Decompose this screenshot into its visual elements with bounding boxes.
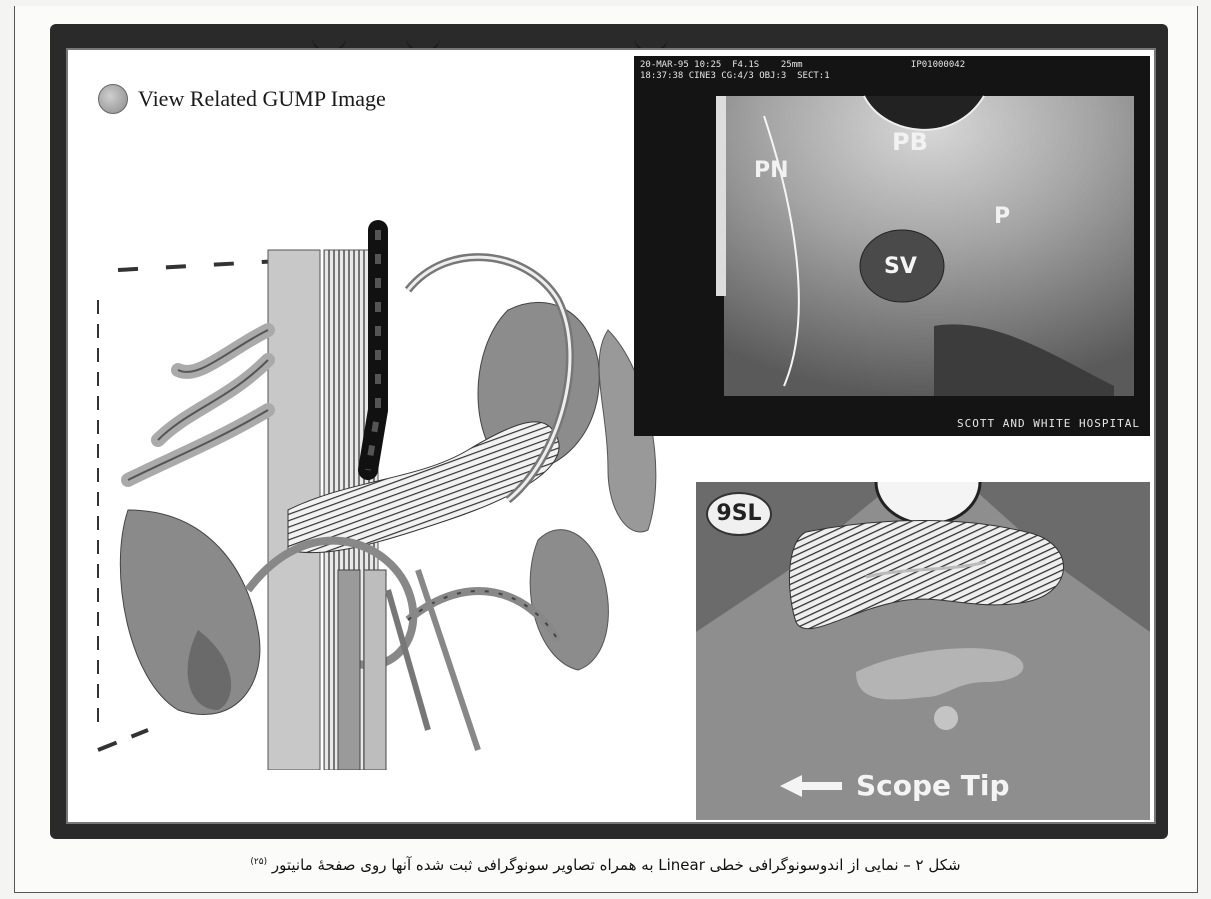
ultrasound-scan bbox=[634, 56, 1150, 436]
view-related-image-link[interactable]: View Related GUMP Image bbox=[98, 84, 386, 114]
caption-reference: (۲۵) bbox=[250, 857, 267, 867]
scope-tip-label: Scope Tip bbox=[856, 769, 1010, 802]
related-link-label: View Related GUMP Image bbox=[138, 86, 386, 112]
pancreas-anatomy-illustration bbox=[88, 210, 708, 770]
label-pb: PB bbox=[892, 128, 928, 156]
scope-schematic: 9SL Scope Tip bbox=[696, 482, 1150, 820]
ultrasound-image: 20-MAR-95 10:25 F4.1S 25mm IP01000042 18… bbox=[634, 56, 1150, 436]
label-pn: PN bbox=[754, 158, 789, 183]
monitor-display: View Related GUMP Image bbox=[66, 48, 1156, 824]
figure-caption: شکل ۲ – نمایی از اندوسونوگرافی خطی Linea… bbox=[0, 856, 1211, 874]
ultrasound-header-line1: 20-MAR-95 10:25 F4.1S 25mm IP01000042 bbox=[640, 60, 965, 70]
scope-tip: Scope Tip bbox=[776, 769, 1010, 802]
ultrasound-header-line2: 18:37:38 CINE3 CG:4/3 OBJ:3 SECT:1 bbox=[640, 71, 830, 81]
ultrasound-footer: SCOTT AND WHITE HOSPITAL bbox=[957, 417, 1140, 430]
monitor-screen: View Related GUMP Image bbox=[50, 24, 1168, 839]
arrow-left-icon bbox=[776, 771, 846, 801]
label-sv: SV bbox=[884, 254, 917, 279]
caption-text: شکل ۲ – نمایی از اندوسونوگرافی خطی Linea… bbox=[272, 856, 961, 874]
probe-label: 9SL bbox=[706, 492, 772, 536]
ultrasound-header: 20-MAR-95 10:25 F4.1S 25mm IP01000042 18… bbox=[640, 60, 1144, 90]
label-p: P bbox=[994, 204, 1010, 229]
radio-dot-icon[interactable] bbox=[98, 84, 128, 114]
